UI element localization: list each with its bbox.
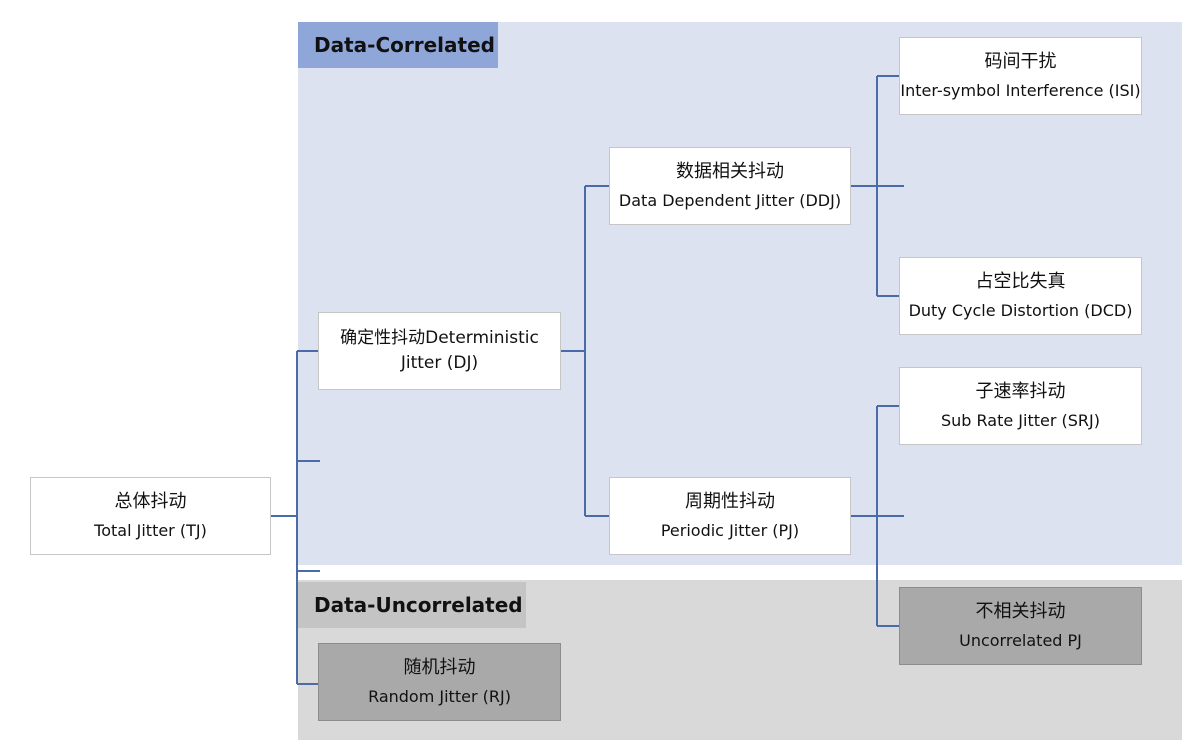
node-srj-en: Sub Rate Jitter (SRJ) bbox=[940, 411, 1100, 431]
node-ddj-en: Data Dependent Jitter (DDJ) bbox=[618, 191, 842, 211]
node-inter-symbol-interference: 码间干扰 Inter-symbol Interference (ISI) bbox=[899, 37, 1142, 115]
node-tj-en: Total Jitter (TJ) bbox=[94, 521, 207, 541]
node-tj-zh: 总体抖动 bbox=[114, 490, 187, 512]
node-upj-en: Uncorrelated PJ bbox=[959, 631, 1082, 651]
node-isi-en: Inter-symbol Interference (ISI) bbox=[900, 81, 1141, 101]
node-dcd-en: Duty Cycle Distortion (DCD) bbox=[908, 301, 1133, 321]
node-duty-cycle-distortion: 占空比失真 Duty Cycle Distortion (DCD) bbox=[899, 257, 1142, 335]
node-pj-en: Periodic Jitter (PJ) bbox=[660, 521, 800, 541]
node-dcd-zh: 占空比失真 bbox=[975, 270, 1066, 292]
node-total-jitter: 总体抖动 Total Jitter (TJ) bbox=[30, 477, 271, 555]
data-uncorrelated-label: Data-Uncorrelated bbox=[298, 582, 526, 628]
node-uncorrelated-pj: 不相关抖动 Uncorrelated PJ bbox=[899, 587, 1142, 665]
node-srj-zh: 子速率抖动 bbox=[975, 380, 1066, 402]
node-sub-rate-jitter: 子速率抖动 Sub Rate Jitter (SRJ) bbox=[899, 367, 1142, 445]
node-random-jitter: 随机抖动 Random Jitter (RJ) bbox=[318, 643, 561, 721]
node-dj-text: 确定性抖动Deterministic Jitter (DJ) bbox=[340, 328, 539, 373]
data-correlated-label: Data-Correlated bbox=[298, 22, 498, 68]
node-rj-zh: 随机抖动 bbox=[403, 656, 476, 678]
node-rj-en: Random Jitter (RJ) bbox=[368, 687, 511, 707]
node-periodic-jitter: 周期性抖动 Periodic Jitter (PJ) bbox=[609, 477, 851, 555]
node-ddj-zh: 数据相关抖动 bbox=[676, 160, 784, 182]
node-data-dependent-jitter: 数据相关抖动 Data Dependent Jitter (DDJ) bbox=[609, 147, 851, 225]
node-deterministic-jitter: 确定性抖动Deterministic Jitter (DJ) bbox=[318, 312, 561, 390]
node-isi-zh: 码间干扰 bbox=[984, 50, 1057, 72]
node-pj-zh: 周期性抖动 bbox=[685, 490, 775, 512]
node-upj-zh: 不相关抖动 bbox=[975, 600, 1066, 622]
